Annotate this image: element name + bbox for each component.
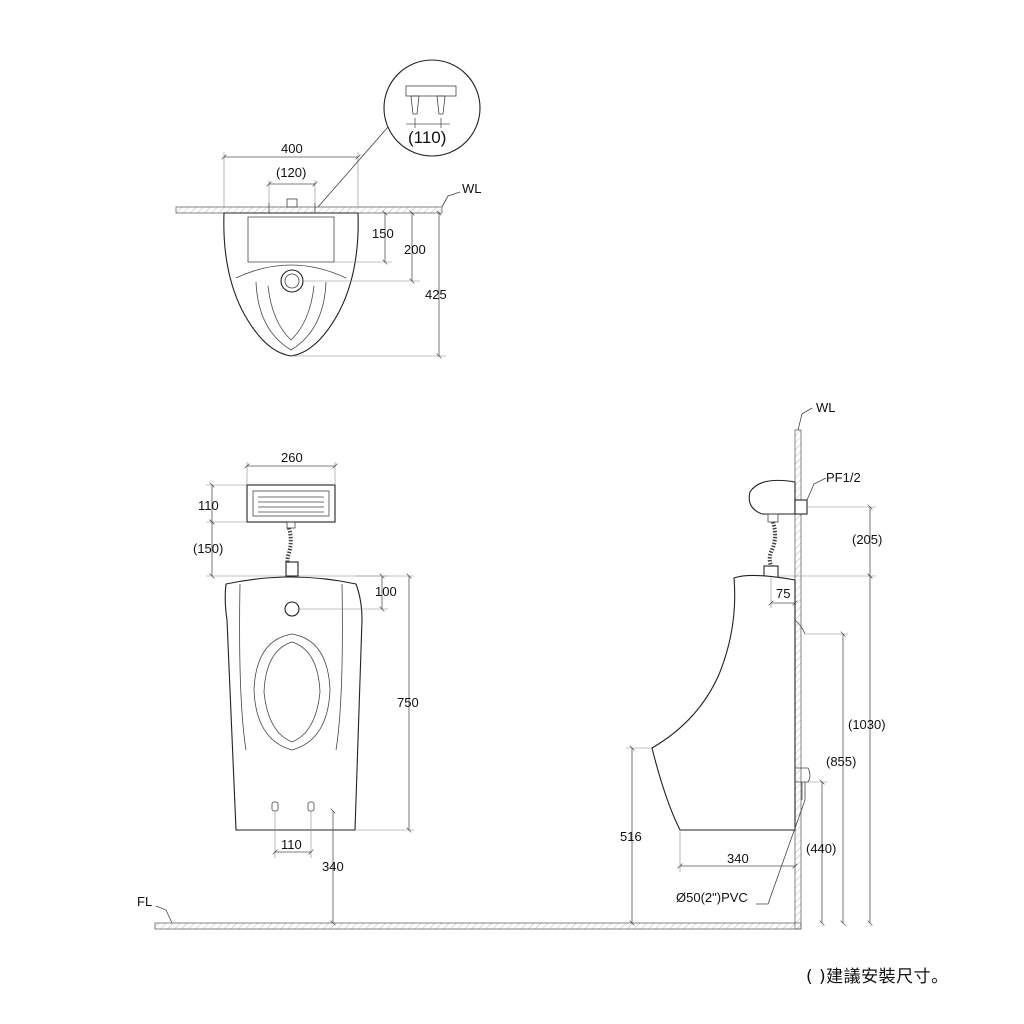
floor-slab <box>154 922 802 930</box>
dim-front-260: 260 <box>281 450 303 465</box>
front-valve-panel <box>252 490 330 517</box>
dim-front-100: 100 <box>375 584 397 599</box>
side-urinal-body <box>651 574 796 831</box>
dim-front-holes: 110 <box>281 837 302 852</box>
dim-side-440: (440) <box>806 841 836 856</box>
front-urinal-body <box>224 576 363 831</box>
detail-label: (110) <box>408 128 446 147</box>
front-flush-valve <box>246 484 336 523</box>
footnote: ( )建議安裝尺寸。 <box>806 967 949 987</box>
side-flush-valve <box>748 479 796 515</box>
floor-leader <box>155 905 173 924</box>
top-inlet <box>286 198 298 208</box>
dim-side-75: 75 <box>776 586 790 601</box>
dim-top-width: 400 <box>281 141 303 156</box>
top-urinal-bowl <box>255 281 327 351</box>
front-bowl <box>253 633 331 751</box>
top-urinal-bowl-inner <box>267 285 315 341</box>
dim-side-1030: (1030) <box>848 717 886 732</box>
dim-side-516: 516 <box>620 829 642 844</box>
dim-side-340: 340 <box>727 851 749 866</box>
side-hanger <box>794 619 806 635</box>
top-view: WL 400 (120) 150 200 425 <box>175 59 482 356</box>
detail-bracket <box>405 85 457 97</box>
top-urinal-rim <box>235 264 347 279</box>
dim-side-205: (205) <box>852 532 882 547</box>
dim-top-200: 200 <box>404 242 426 257</box>
front-view: 260 110 (150) 100 750 110 340 <box>193 450 419 923</box>
detail-valve-left <box>410 95 420 115</box>
side-flex-hose <box>767 521 778 569</box>
dim-front-150: (150) <box>193 541 223 556</box>
top-wall-label: WL <box>462 181 482 196</box>
top-drain-outer <box>280 269 304 293</box>
front-spud <box>285 561 299 577</box>
side-valve-stem <box>794 499 808 515</box>
dim-front-340: 340 <box>322 859 344 874</box>
top-wall <box>175 206 443 214</box>
side-pipe-label: Ø50(2")PVC <box>676 890 748 905</box>
dim-top-425: 425 <box>425 287 447 302</box>
dim-front-110: 110 <box>198 498 219 513</box>
side-wall-leader <box>797 407 813 431</box>
dim-front-750: 750 <box>397 695 419 710</box>
detail-circle <box>383 59 481 157</box>
detail-leader <box>317 126 389 208</box>
dim-side-855: (855) <box>826 754 856 769</box>
dim-top-150: 150 <box>372 226 394 241</box>
top-wall-leader <box>441 191 461 208</box>
side-pipe-leader <box>756 799 806 905</box>
side-pf-label: PF1/2 <box>826 470 861 485</box>
front-outlet <box>284 601 300 617</box>
floor-label: FL <box>137 894 152 909</box>
dim-top-center: (120) <box>276 165 306 180</box>
side-pf-leader <box>806 477 827 501</box>
top-drain-inner <box>284 273 300 289</box>
detail-valve-right <box>436 95 446 115</box>
side-view: WL PF1/2 (205) (1030) (855) (440) 75 <box>620 400 886 930</box>
side-wall-label: WL <box>816 400 836 415</box>
front-urinal-side-l <box>239 583 247 751</box>
